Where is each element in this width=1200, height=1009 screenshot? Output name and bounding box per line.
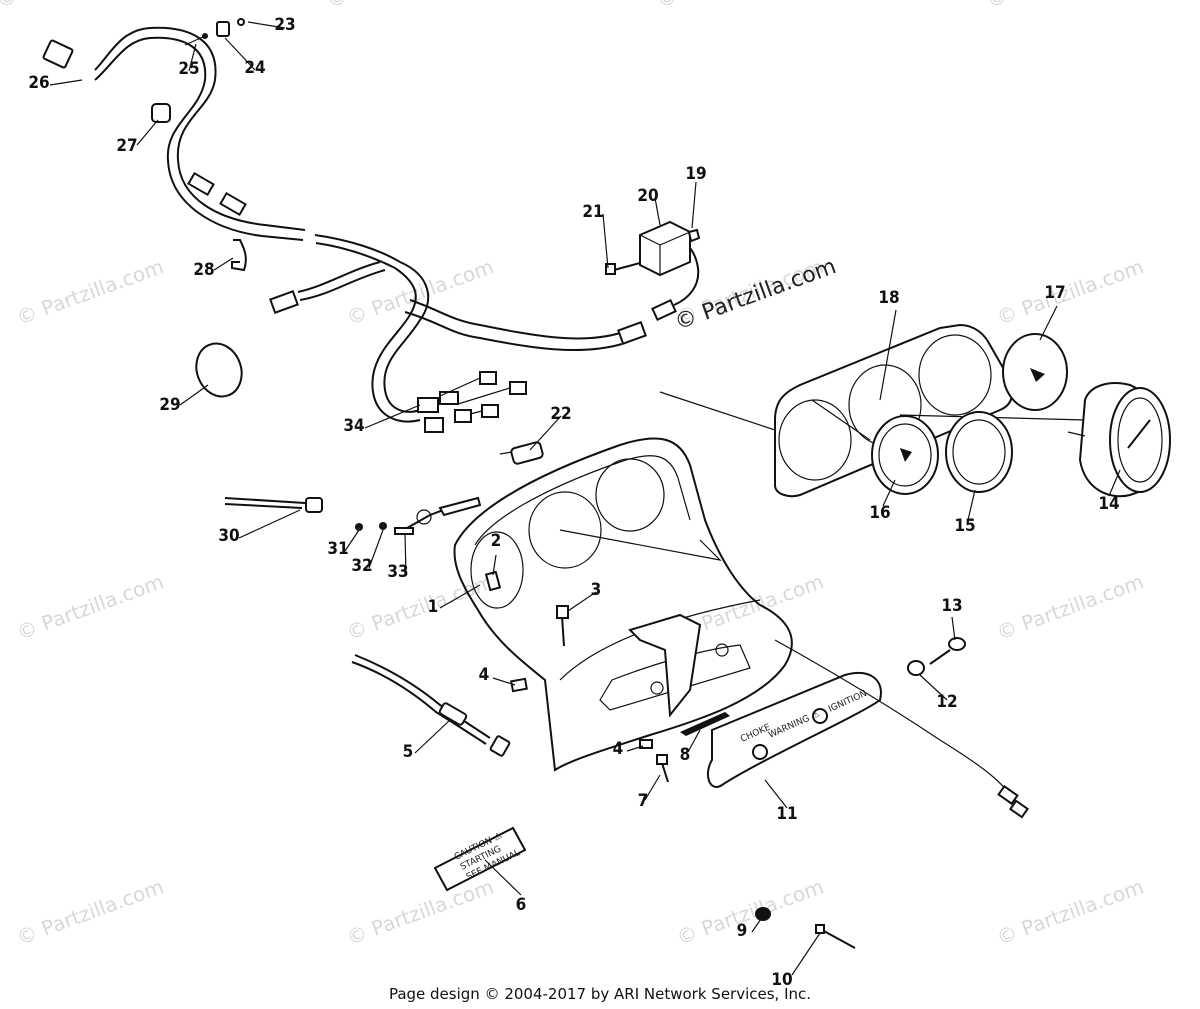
callout-21: 21 (582, 202, 603, 222)
watermark: © Partzilla.com (994, 874, 1147, 949)
watermark: © Partzilla.com (324, 0, 477, 13)
callout-17: 17 (1044, 283, 1065, 303)
callout-33: 33 (387, 562, 408, 582)
watermark: © Partzilla.com (994, 569, 1147, 644)
watermark: © Partzilla.com (674, 874, 827, 949)
callout-11: 11 (776, 804, 797, 824)
callout-23: 23 (274, 15, 295, 35)
wiring-harness (42, 26, 700, 433)
watermark: © Partzilla.com (14, 569, 167, 644)
switch-panel: CHOKE WARNING ⚠ IGNITION (707, 639, 1029, 819)
callout-19: 19 (685, 164, 706, 184)
callout-1: 1 (428, 597, 439, 617)
callout-9: 9 (737, 921, 748, 941)
watermark: © Partzilla.com (14, 254, 167, 329)
callout-32: 32 (351, 556, 372, 576)
callout-20: 20 (637, 186, 658, 206)
page-footer: Page design © 2004-2017 by ARI Network S… (389, 985, 811, 1003)
watermark: © Partzilla.com (994, 254, 1147, 329)
watermark: © Partzilla.com (14, 874, 167, 949)
dash-panel (453, 437, 793, 783)
watermark: © Partzilla.com (0, 0, 147, 13)
callout-14: 14 (1098, 494, 1119, 514)
callout-22: 22 (550, 404, 571, 424)
watermark: © Partzilla.com (984, 0, 1137, 13)
bezel-ring (945, 411, 1013, 493)
callout-25: 25 (178, 59, 199, 79)
cable-5 (351, 654, 511, 757)
watermark: © Partzilla.com (344, 874, 497, 949)
callout-5: 5 (403, 742, 414, 762)
cable-30 (224, 497, 323, 513)
watermark: © Partzilla.com (344, 569, 497, 644)
callout-24: 24 (244, 58, 265, 78)
callout-4: 4 (613, 739, 624, 759)
leader-lines (49, 21, 1121, 976)
callout-4: 4 (479, 665, 490, 685)
callout-6: 6 (516, 895, 527, 915)
callout-34: 34 (343, 416, 364, 436)
small-parts-top (151, 18, 701, 465)
callout-7: 7 (638, 791, 649, 811)
gauge-plug (1002, 333, 1068, 411)
tachometer (1067, 382, 1171, 498)
callout-2: 2 (491, 531, 502, 551)
callout-30: 30 (218, 526, 239, 546)
callout-18: 18 (878, 288, 899, 308)
callout-28: 28 (193, 260, 214, 280)
watermark: © Partzilla.com (654, 0, 807, 13)
callout-13: 13 (941, 596, 962, 616)
callout-31: 31 (327, 539, 348, 559)
callout-12: 12 (936, 692, 957, 712)
callout-26: 26 (28, 73, 49, 93)
callout-8: 8 (680, 745, 691, 765)
lever-33 (394, 496, 482, 535)
callout-10: 10 (771, 970, 792, 990)
callout-3: 3 (591, 580, 602, 600)
callout-16: 16 (869, 503, 890, 523)
callout-15: 15 (954, 516, 975, 536)
connector-cluster (417, 371, 527, 433)
temp-gauge (871, 415, 939, 495)
ignition-key (907, 637, 966, 676)
callout-numbers: 1234456789101112131415161718192021222324… (28, 15, 1119, 990)
callout-29: 29 (159, 395, 180, 415)
callout-27: 27 (116, 136, 137, 156)
